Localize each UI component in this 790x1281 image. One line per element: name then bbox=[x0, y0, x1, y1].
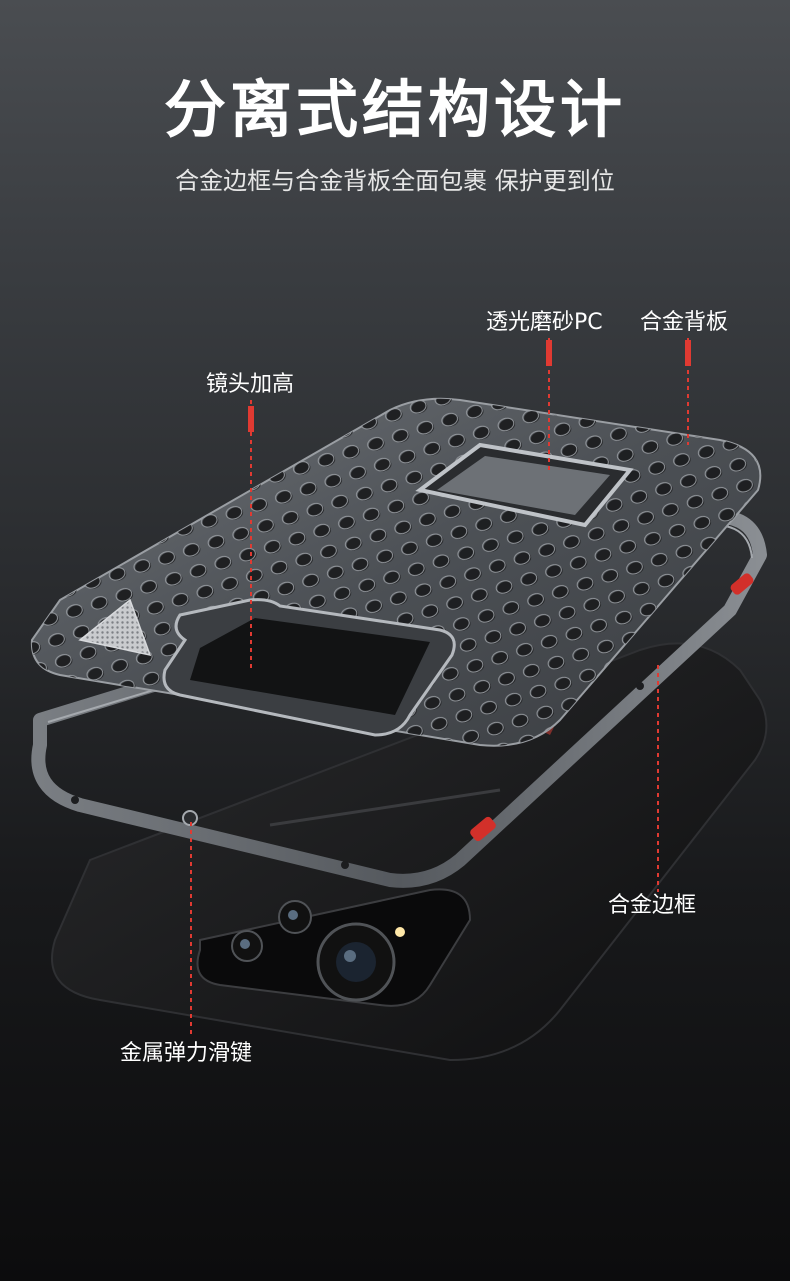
callout-metal-key: 金属弹力滑键 bbox=[120, 1041, 253, 1066]
frame-red-button-top bbox=[730, 573, 754, 595]
page-subtitle: 合金边框与合金背板全面包裹 保护更到位 bbox=[175, 167, 615, 195]
frame-red-button-bottom bbox=[470, 816, 496, 842]
callout-alloy-back: 合金背板 bbox=[640, 310, 729, 335]
callout-frosted-pc: 透光磨砂PC bbox=[486, 310, 603, 335]
page-title: 分离式结构设计 bbox=[163, 73, 626, 146]
alloy-back-plate bbox=[30, 397, 762, 747]
callout-alloy-frame: 合金边框 bbox=[608, 893, 697, 918]
callout-lens-raise: 镜头加高 bbox=[206, 372, 295, 397]
